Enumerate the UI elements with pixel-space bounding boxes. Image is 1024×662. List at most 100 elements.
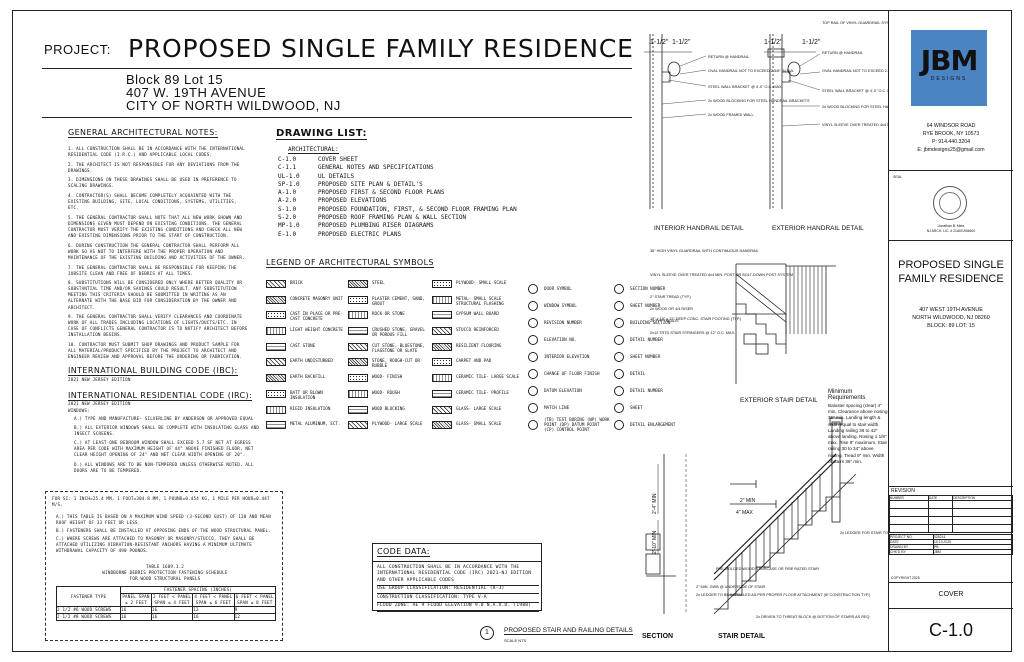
fastener-spacing-cell: 16 xyxy=(120,613,152,622)
legend-symbol-item: SHEET NUMBER xyxy=(614,297,688,314)
legend-item: EARTH UNDISTURBED xyxy=(266,358,348,374)
legend-item: CRUSHED STONE, GRAVEL OR POROUS FILL xyxy=(348,327,432,343)
legend-symbol xyxy=(614,300,624,311)
drawing-list-heading: DRAWING LIST: xyxy=(276,128,367,140)
legend-label: ROCK OR STONE xyxy=(372,311,405,317)
fastening-note: B.) FASTENERS SHALL BE INSTALLED AT OPPO… xyxy=(56,528,271,534)
legend-symbol xyxy=(528,300,538,311)
legend-item: CAST IN PLACE OR PRE-CAST CONCRETE xyxy=(266,311,348,327)
legend-symbol xyxy=(528,419,538,430)
ibc-heading: INTERNATIONAL BUILDING CODE (IBC): xyxy=(68,366,238,376)
general-note-item: 8. SUBSTITUTIONS WILL BE CONSIDERED ONLY… xyxy=(68,280,243,310)
drawing-code: S-1.0 xyxy=(278,205,297,213)
fastener-type: 2 1/2 #6 WOOD SCREWS xyxy=(56,606,121,615)
legend-item: GLASS- SMALL SCALE xyxy=(432,421,520,437)
legend-swatch xyxy=(432,358,452,367)
code-data-heading: CODE DATA: xyxy=(377,547,430,557)
legend-item: METAL- SMALL SCALE STRUCTURAL FLASHING xyxy=(432,295,520,312)
min-requirements-body: Baluster spacing (clear) 4" min. Clearan… xyxy=(828,403,888,464)
legend-swatch xyxy=(266,405,286,414)
legend-swatch xyxy=(266,295,286,304)
project-address-line: BLOCK: 89 LOT: 15 xyxy=(927,323,975,329)
project-address-line: NORTH WILDWOOD, NJ 08260 xyxy=(912,315,990,321)
project-title: PROPOSED SINGLE FAMILY RESIDENCE xyxy=(128,34,634,63)
legend-symbol-item: SHEET NUMBER xyxy=(614,348,688,365)
legend-symbol-item: CHANGE OF FLOOR FINISH xyxy=(528,365,610,382)
legend-symbol-item: MATCH LINE xyxy=(528,399,610,416)
interior-handrail-title: INTERIOR HANDRAIL DETAIL xyxy=(654,225,744,232)
stair-details-drawing: 1-1/2" 1-1/2" 1-1/2" 1-1/2" INTERIOR HAN… xyxy=(642,21,888,640)
general-note-item: 1. ALL CONSTRUCTION SHALL BE IN ACCORDAN… xyxy=(68,146,245,158)
detail-scale: SCALE NTS xyxy=(504,638,527,643)
general-note-item: 2. THE ARCHITECT IS NOT RESPONSIBLE FOR … xyxy=(68,161,240,173)
min-requirements: Minimum Requirements Baluster spacing (c… xyxy=(828,389,888,465)
legend-symbol-item: WINDOW SYMBOL xyxy=(528,297,610,314)
legend-symbol-item: DOOR SYMBOL xyxy=(528,280,610,297)
legend-item: CAST STONE xyxy=(266,342,348,359)
general-note-item: 6. DURING CONSTRUCTION THE GENERAL CONTR… xyxy=(68,242,245,260)
project-info-value: JBM xyxy=(933,549,1013,555)
exterior-stair-note: 2x WOOD OR 4/4 RISER xyxy=(650,307,693,311)
irc-window-item: D.) ALL WINDOWS ARE TO BE NON-TEMPERED U… xyxy=(74,461,254,473)
copyright: COPYRIGHT 2025 xyxy=(891,576,920,580)
fastener-spacing-cell: 16 xyxy=(150,613,194,622)
fastening-box: FOR SI: 1 INCH=25.4 mm, 1 FOOT=304.8 mm,… xyxy=(45,491,283,641)
legend-item: CERAMIC TILE- LARGE SCALE xyxy=(432,374,520,390)
legend-symbol xyxy=(528,351,538,362)
sheet-border xyxy=(12,10,1012,652)
fastening-note: C.) WHERE SCREWS ARE ATTACHED TO MASONRY… xyxy=(56,536,255,554)
drawing-title: PROPOSED ELECTRIC PLANS xyxy=(318,230,402,238)
header-rule-bottom xyxy=(42,117,632,118)
tb-rule-2 xyxy=(889,240,1013,241)
legend-label: CERAMIC TILE- LARGE SCALE xyxy=(456,374,520,380)
project-name-tb: PROPOSED SINGLE FAMILY RESIDENCE xyxy=(898,259,1004,285)
legend-swatch xyxy=(266,421,286,430)
legend-swatch xyxy=(432,389,452,398)
ibc-edition: 2021 NEW JERSEY EDITION xyxy=(68,377,131,382)
drawing-code: S-2.0 xyxy=(278,214,297,222)
detail-callout-bubble: 1 xyxy=(480,626,494,640)
seal-stamp xyxy=(933,186,967,220)
legend-symbol xyxy=(528,385,538,396)
legend-symbol-label: BUILDING SECTION xyxy=(630,320,671,325)
legend-label: BRICK xyxy=(290,280,303,285)
tb-rule-1 xyxy=(889,170,1013,171)
exterior-stair-note: 18" x 18" x 12" DEEP CONC. STAIR FOOTING… xyxy=(650,317,742,321)
drawing-code: SP-1.0 xyxy=(278,180,300,188)
legend-swatch xyxy=(432,405,452,414)
legend-symbol-label: DATUM ELEVATION xyxy=(544,388,582,393)
legend-symbol xyxy=(614,419,624,430)
general-note-item: 5. THE GENERAL CONTRACTOR SHALL NOTE THA… xyxy=(68,214,243,239)
legend-swatch xyxy=(432,311,452,320)
legend-item: GYPSUM WALL BOARD xyxy=(432,311,520,327)
legend-item: WOOD BLOCKING xyxy=(348,405,432,422)
stair-section-drawing xyxy=(645,454,676,614)
fastener-spacing-cell: 9 xyxy=(233,606,277,615)
firm-address-line: P: 914.440.3204 xyxy=(931,139,971,145)
legend-symbol xyxy=(614,402,624,413)
stair-detail-drawing xyxy=(685,417,857,615)
exterior-stair-elevation xyxy=(732,263,836,384)
code-data-lines: ALL CONSTRUCTION SHALL BE IN ACCORDANCE … xyxy=(377,564,539,612)
drawing-code: E-1.0 xyxy=(278,230,297,238)
legend-label: WOOD- FINISH xyxy=(372,374,403,380)
drawing-title: COVER SHEET xyxy=(318,156,358,163)
seal-label: SEAL xyxy=(893,175,903,179)
dim-vertical-2: 2'-10" MIN xyxy=(652,530,658,554)
project-info-key: CHK'D BY xyxy=(889,549,934,555)
drawing-title: UL DETAILS xyxy=(318,172,355,180)
interior-handrail-note: STEEL WALL BRACKET @ 4'-0" O.C. MAX. xyxy=(708,85,783,89)
irc-window-list: A.) TYPE AND MANUFACTURE- SILVERLINE BY … xyxy=(74,416,260,477)
legend-symbol-label: DETAIL xyxy=(630,371,646,376)
dim-label-3: 1-1/2" xyxy=(764,39,783,46)
legend-symbol-item: DETAIL NUMBER xyxy=(614,331,688,348)
